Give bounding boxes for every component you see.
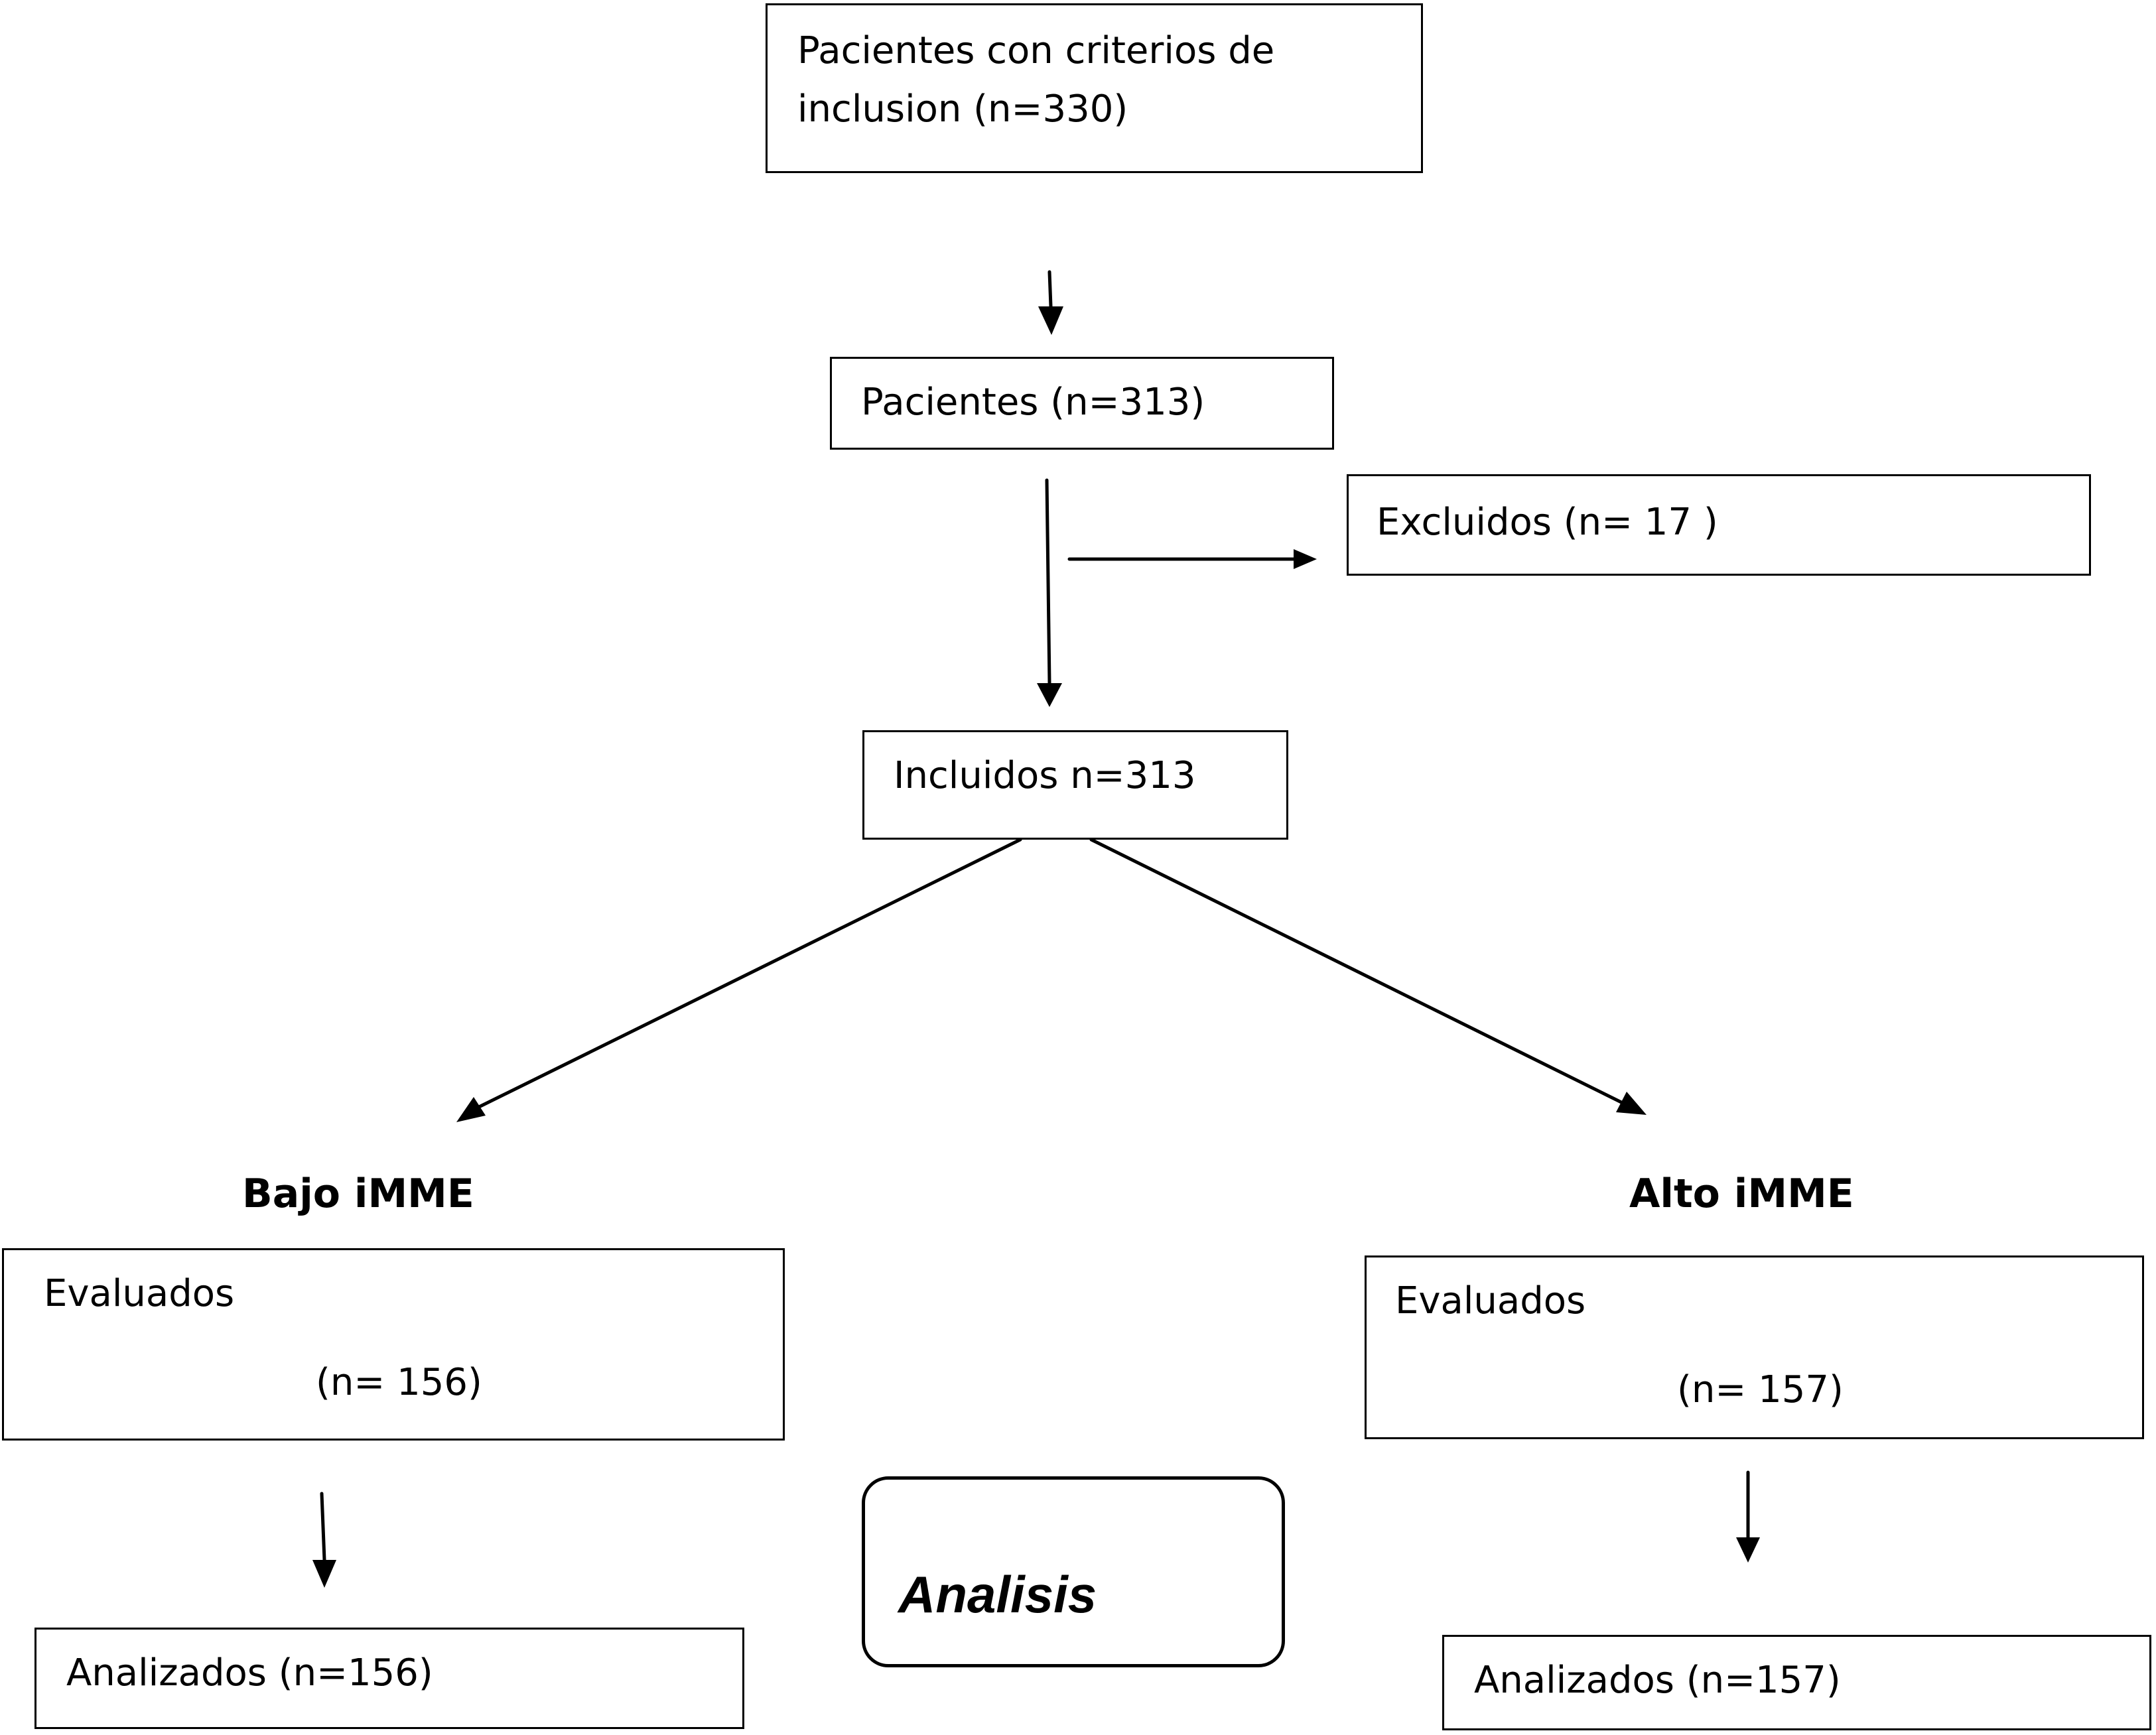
- excluded-label: Excluidos (n= 17 ): [1377, 501, 1718, 544]
- low-evaluated-box: Evaluados (n= 156): [2, 1248, 785, 1441]
- inclusion-criteria-line1: Pacientes con criterios de: [797, 29, 1275, 72]
- arrowhead-included-to-high: [1616, 1092, 1647, 1115]
- arrow-patients-to-included: [1045, 478, 1051, 685]
- arrow-included-to-high: [1089, 838, 1623, 1104]
- excluded-box: Excluidos (n= 17 ): [1347, 474, 2091, 576]
- arrowhead-included-to-low: [456, 1097, 486, 1122]
- high-evaluated-box: Evaluados (n= 157): [1365, 1255, 2144, 1439]
- arrowhead-inclusion-to-patients: [1038, 306, 1063, 335]
- high-evaluated-count: (n= 157): [1677, 1368, 1844, 1411]
- inclusion-criteria-line2: inclusion (n=330): [797, 88, 1128, 131]
- low-evaluated-count: (n= 156): [316, 1361, 482, 1404]
- inclusion-criteria-box: Pacientes con criterios de inclusion (n=…: [766, 3, 1423, 173]
- low-analyzed-label: Analizados (n=156): [66, 1651, 433, 1695]
- high-group-heading: Alto iMME: [1629, 1171, 1854, 1217]
- analysis-label: Analisis: [898, 1565, 1097, 1624]
- analysis-box: Analisis: [862, 1476, 1285, 1667]
- high-evaluated-label: Evaluados: [1395, 1279, 1586, 1322]
- patients-label: Pacientes (n=313): [861, 381, 1205, 424]
- high-analyzed-box: Analizados (n=157): [1442, 1635, 2151, 1730]
- included-box: Incluidos n=313: [862, 730, 1288, 840]
- included-label: Incluidos n=313: [894, 754, 1196, 797]
- high-analyzed-label: Analizados (n=157): [1474, 1659, 1841, 1702]
- arrowhead-to-excluded: [1294, 549, 1317, 569]
- low-evaluated-label: Evaluados: [44, 1272, 235, 1315]
- arrowhead-low-eval-to-analyzed: [312, 1560, 336, 1588]
- low-analyzed-box: Analizados (n=156): [34, 1628, 744, 1729]
- low-group-heading: Bajo iMME: [242, 1171, 474, 1217]
- patients-box: Pacientes (n=313): [830, 357, 1334, 450]
- arrow-included-to-low: [477, 838, 1022, 1109]
- arrowhead-high-eval-to-analyzed: [1736, 1537, 1760, 1563]
- arrowhead-patients-to-included: [1037, 683, 1062, 707]
- arrow-inclusion-to-patients: [1047, 270, 1053, 308]
- arrow-low-eval-to-analyzed: [320, 1492, 326, 1562]
